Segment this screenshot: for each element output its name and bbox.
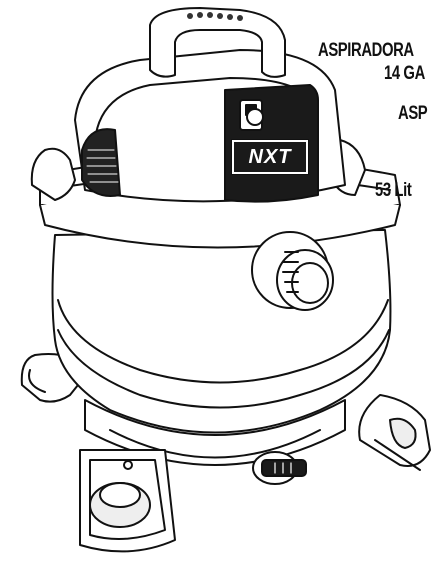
product-title-line-3: ASP xyxy=(398,103,428,124)
product-title-line-4: 53 Lit xyxy=(375,180,412,201)
nxt-logo: NXT xyxy=(231,139,309,175)
nxt-logo-text: NXT xyxy=(248,145,292,168)
carry-handle xyxy=(149,7,286,78)
power-switch-icon xyxy=(246,108,264,126)
drain-knob xyxy=(252,451,307,485)
hose-inlet xyxy=(251,231,334,311)
drum-body xyxy=(51,229,392,466)
product-title-line-1: ASPIRADORA xyxy=(318,40,414,61)
front-caster xyxy=(79,449,176,553)
product-title-line-2: 14 GA xyxy=(384,63,425,84)
